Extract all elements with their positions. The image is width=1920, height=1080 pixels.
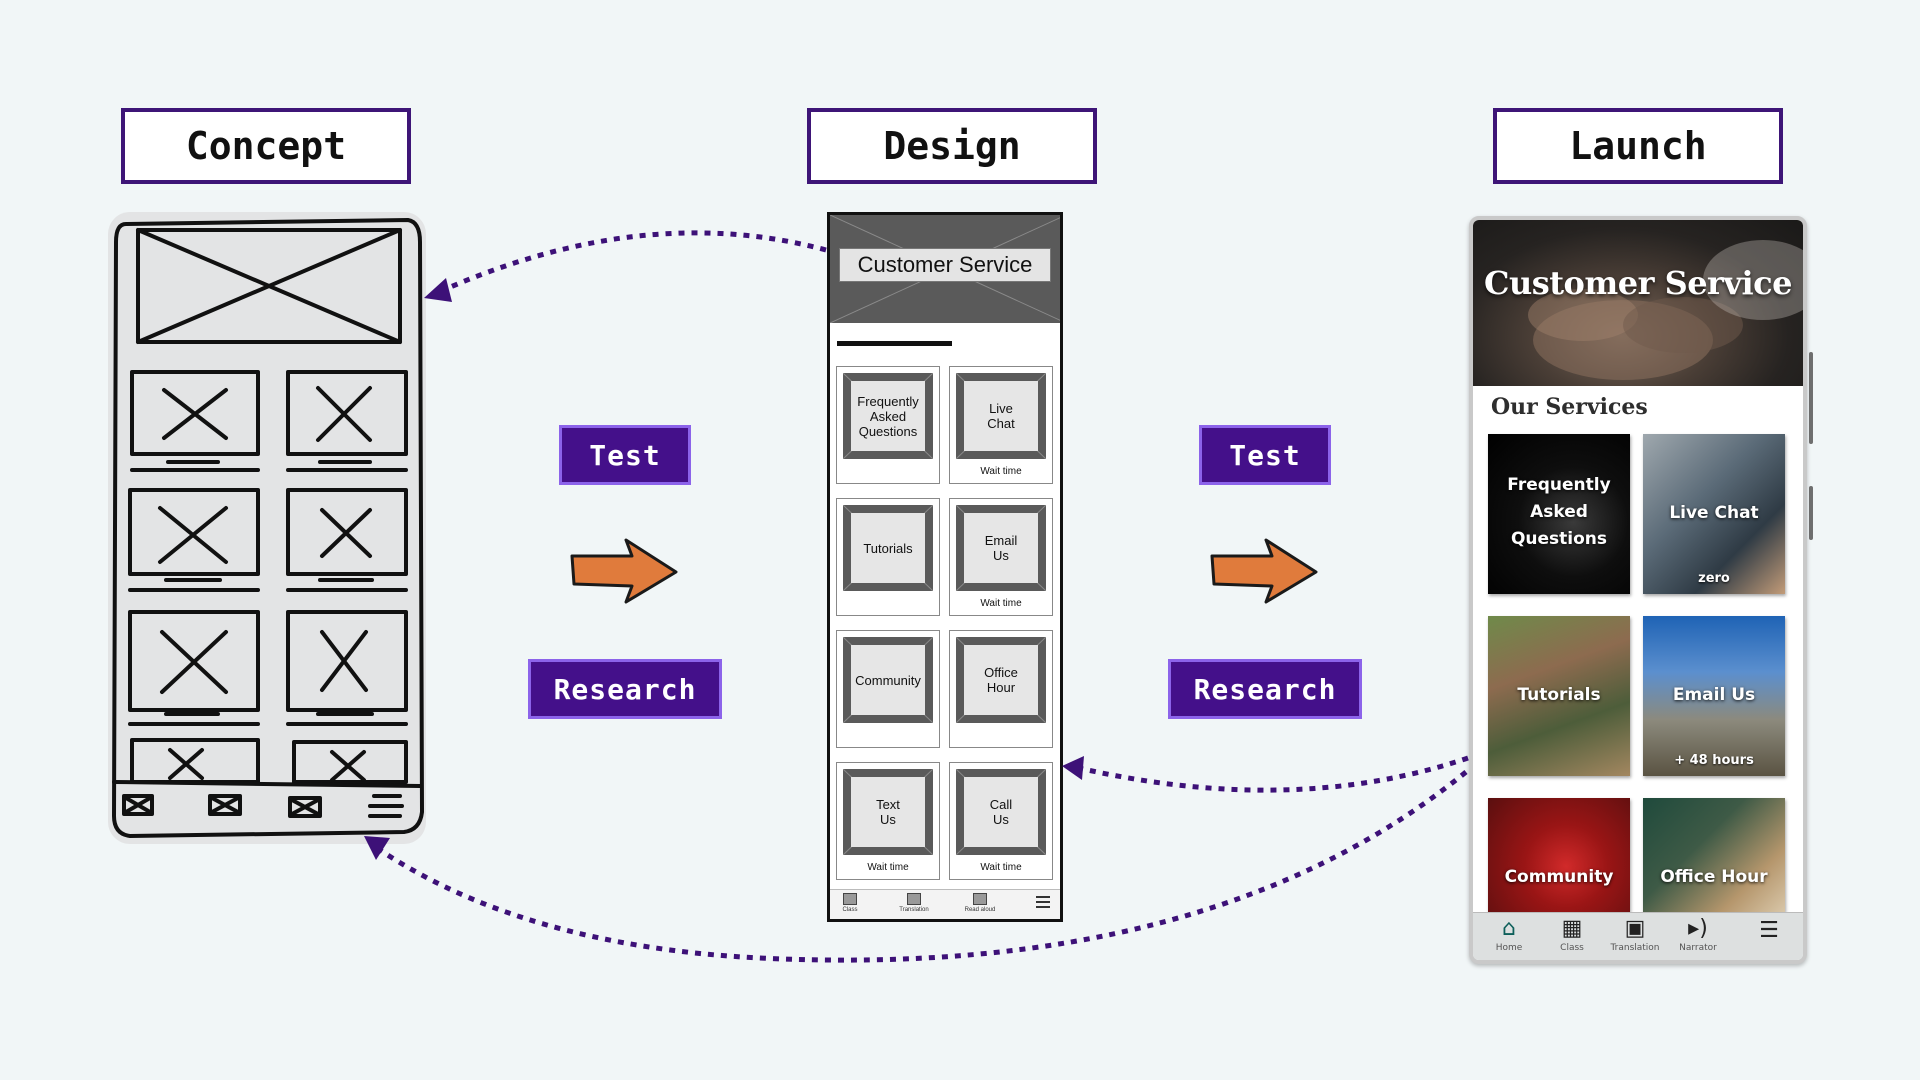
- wireframe-nav-label: Read aloud: [964, 907, 996, 913]
- phone-side-button: [1809, 486, 1813, 540]
- tile-label: Office Hour: [1660, 867, 1768, 887]
- tile-office-hour[interactable]: Office Hour: [1643, 798, 1785, 912]
- wireframe-card-note: Wait time: [980, 598, 1022, 609]
- arrow-head: [364, 836, 390, 860]
- tile-faq[interactable]: Frequently Asked Questions: [1488, 434, 1630, 594]
- tile-email-us[interactable]: Email Us + 48 hours: [1643, 616, 1785, 776]
- test-tag-right: Test: [1199, 425, 1331, 485]
- launch-app-phone: Customer Service Our Services Frequently…: [1469, 216, 1807, 964]
- wireframe-card-tutorials[interactable]: Tutorials: [836, 498, 940, 616]
- arrow-head: [424, 278, 452, 302]
- dotted-arrow-design-to-concept: [428, 230, 827, 299]
- nav-label: Home: [1495, 943, 1523, 953]
- wireframe-card-community[interactable]: Community: [836, 630, 940, 748]
- nav-label: Class: [1560, 943, 1584, 953]
- tile-label: Community: [1504, 867, 1614, 887]
- wireframe-card-note: Wait time: [980, 466, 1022, 477]
- home-icon: ⌂: [1502, 916, 1516, 941]
- research-tag-left: Research: [528, 659, 722, 719]
- wireframe-card-office-hour[interactable]: Office Hour: [949, 630, 1053, 748]
- arrow-head: [1062, 756, 1084, 780]
- wireframe-nav-label: Class: [842, 907, 858, 913]
- class-icon: ▦: [1561, 916, 1583, 941]
- menu-icon[interactable]: [1036, 896, 1050, 911]
- wireframe-card-label: Text Us: [851, 777, 925, 847]
- tile-tutorials[interactable]: Tutorials: [1488, 616, 1630, 776]
- wireframe-card-text-us[interactable]: Text Us Wait time: [836, 762, 940, 880]
- placeholder-icon: [907, 893, 921, 905]
- wireframe-card-note: Wait time: [980, 862, 1022, 873]
- wireframe-card-label: Office Hour: [964, 645, 1038, 715]
- wireframe-nav-label: Translation: [899, 907, 929, 913]
- stage-label-concept: Concept: [121, 108, 411, 184]
- hero-image: Customer Service: [1473, 220, 1803, 386]
- placeholder-icon: [843, 893, 857, 905]
- stage-label-launch: Launch: [1493, 108, 1783, 184]
- research-tag-right: Research: [1168, 659, 1362, 719]
- wireframe-card-label: Email Us: [964, 513, 1038, 583]
- wireframe-bottom-nav: Class Translation Read aloud: [830, 889, 1060, 919]
- wireframe-nav-read-aloud[interactable]: Read aloud: [960, 893, 1000, 913]
- wireframe-card-email-us[interactable]: Email Us Wait time: [949, 498, 1053, 616]
- wireframe-nav-class[interactable]: Class: [830, 893, 870, 913]
- dotted-arrow-launch-to-design: [1069, 755, 1469, 793]
- wireframe-nav-translation[interactable]: Translation: [894, 893, 934, 913]
- tile-label: Email Us: [1672, 685, 1756, 705]
- nav-label: Narrator: [1679, 943, 1717, 953]
- nav-class[interactable]: ▦ Class: [1542, 916, 1602, 954]
- stage-label-design: Design: [807, 108, 1097, 184]
- nav-translation[interactable]: ▣ Translation: [1605, 916, 1665, 954]
- dotted-arrow-launch-to-concept: [372, 770, 1468, 963]
- wireframe-card-faq[interactable]: Frequently Asked Questions: [836, 366, 940, 484]
- test-tag-left: Test: [559, 425, 691, 485]
- tile-note: + 48 hours: [1674, 753, 1754, 768]
- narrator-icon: ▸): [1688, 916, 1708, 941]
- phone-side-button: [1809, 352, 1813, 444]
- tile-label: Live Chat: [1669, 503, 1759, 523]
- wireframe-section-bar: [837, 341, 952, 346]
- wireframe-card-live-chat[interactable]: Live Chat Wait time: [949, 366, 1053, 484]
- placeholder-icon: [973, 893, 987, 905]
- orange-arrow-left: [570, 538, 678, 604]
- sketch-wireframe-drawing: [112, 218, 424, 838]
- orange-arrow-right: [1210, 538, 1318, 604]
- nav-label: Translation: [1610, 943, 1660, 953]
- nav-narrator[interactable]: ▸) Narrator: [1668, 916, 1728, 954]
- app-title: Customer Service: [1483, 264, 1793, 302]
- wireframe-card-call-us[interactable]: Call Us Wait time: [949, 762, 1053, 880]
- wireframe-card-label: Tutorials: [851, 513, 925, 583]
- tile-live-chat[interactable]: Live Chat zero: [1643, 434, 1785, 594]
- design-wireframe: Customer Service Frequently Asked Questi…: [827, 212, 1063, 922]
- tile-label: Tutorials: [1517, 685, 1601, 705]
- bottom-nav: ⌂ Home ▦ Class ▣ Translation ▸) Narrator…: [1473, 912, 1803, 960]
- tile-community[interactable]: Community: [1488, 798, 1630, 912]
- translation-icon: ▣: [1624, 916, 1646, 941]
- section-title: Our Services: [1491, 394, 1648, 420]
- wireframe-title: Customer Service: [839, 248, 1051, 282]
- wireframe-card-label: Community: [851, 645, 925, 715]
- concept-sketch: [108, 212, 426, 844]
- wireframe-card-label: Frequently Asked Questions: [851, 381, 925, 451]
- nav-menu[interactable]: ☰: [1739, 919, 1799, 943]
- menu-icon: ☰: [1759, 918, 1779, 943]
- tile-label: Frequently Asked Questions: [1507, 475, 1611, 549]
- wireframe-card-label: Live Chat: [964, 381, 1038, 451]
- nav-home[interactable]: ⌂ Home: [1479, 916, 1539, 954]
- wireframe-card-note: Wait time: [867, 862, 909, 873]
- wireframe-card-label: Call Us: [964, 777, 1038, 847]
- tile-note: zero: [1698, 571, 1730, 586]
